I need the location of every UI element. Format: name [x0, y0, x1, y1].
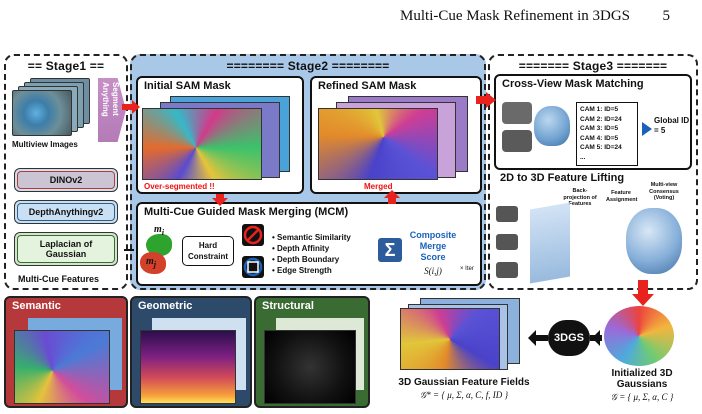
depth-feature-map — [140, 330, 236, 404]
depthanything-label: DepthAnythingv2 — [17, 203, 115, 221]
initial-mask-front-layer — [142, 108, 262, 180]
feature-fields-formula: 𝒢* = { μ, Σ, α, C, f, ID } — [419, 390, 509, 400]
cue-edge-strength: • Edge Strength — [272, 266, 332, 275]
stage2-panel: ======== Stage2 ======== Initial SAM Mas… — [130, 54, 486, 290]
paper-title: Multi-Cue Mask Refinement in 3DGS — [400, 8, 630, 24]
cam-id-item: CAM 5: ID=24 — [580, 144, 622, 151]
multiview-image-stack — [12, 78, 92, 138]
arrow-initial-to-mcm — [212, 194, 228, 206]
mask-mi-blob — [146, 234, 172, 256]
merged-label: Merged — [364, 182, 393, 191]
cam-id-list: CAM 1: ID=5 CAM 2: ID=24 CAM 3: ID=5 CAM… — [576, 102, 638, 166]
lifting-camera-3 — [496, 262, 518, 278]
hard-constraint-box: Hard Constraint — [182, 236, 234, 266]
mask-mj-blob — [140, 252, 166, 274]
dinov2-box: DINOv2 — [14, 168, 118, 192]
oversegmented-label: Over-segmented !! — [144, 182, 215, 191]
structural-panel: Structural — [254, 296, 370, 408]
mask-mj-label: mj — [146, 256, 157, 269]
semantic-feature-map — [14, 330, 110, 404]
3dgs-badge: 3DGS — [548, 320, 590, 356]
reject-icon — [242, 224, 264, 246]
geometric-title: Geometric — [138, 300, 193, 312]
score-formula: S(i,j) — [424, 266, 442, 276]
stage3-panel: ======= Stage3 ======= Cross-View Mask M… — [488, 54, 698, 290]
dinov2-label: DINOv2 — [17, 171, 115, 189]
initial-sam-mask-panel: Initial SAM Mask Over-segmented !! — [136, 76, 304, 194]
cue-depth-boundary: • Depth Boundary — [272, 255, 340, 264]
depthanything-box: DepthAnythingv2 — [14, 200, 118, 224]
geometric-panel: Geometric — [130, 296, 252, 408]
multiview-images-label: Multiview Images — [12, 140, 78, 149]
mcm-panel: Multi-Cue Guided Mask Merging (MCM) mi m… — [136, 202, 482, 286]
sum-icon: Σ — [378, 238, 402, 262]
cue-depth-affinity: • Depth Affinity — [272, 244, 330, 253]
cam-id-item: CAM 3: ID=5 — [580, 125, 619, 132]
elephant-object-icon — [534, 106, 570, 146]
stage3-title: ======= Stage3 ======= — [518, 59, 668, 73]
camera-icon-2 — [502, 130, 532, 152]
multicue-features-label: Multi-Cue Features — [18, 274, 100, 284]
arrow-stage3-to-gaussians — [632, 280, 654, 306]
feature-lifting-title: 2D to 3D Feature Lifting — [500, 172, 625, 184]
refined-sam-mask-title: Refined SAM Mask — [318, 80, 417, 92]
initialized-gaussians-formula: 𝒢 = { μ, Σ, α, C } — [610, 392, 674, 402]
cam-id-item: CAM 4: ID=5 — [580, 134, 619, 142]
lifting-camera-2 — [496, 234, 518, 250]
global-id-arrow — [642, 122, 652, 136]
initialized-gaussians-caption: Initialized 3D Gaussians — [611, 368, 673, 390]
cam-id-item: ... — [580, 153, 586, 161]
cue-semantic-similarity: • Semantic Similarity — [272, 233, 351, 242]
mcm-title: Multi-Cue Guided Mask Merging (MCM) — [144, 206, 349, 218]
laplacian-label: Laplacian of Gaussian — [17, 235, 115, 263]
structural-title: Structural — [262, 300, 314, 312]
consensus-label: Multi-view Consensus (Voting) — [649, 182, 679, 201]
feature-assignment-label: Feature Assignment — [606, 190, 638, 203]
laplacian-box: Laplacian of Gaussian — [14, 232, 118, 266]
refined-sam-mask-panel: Refined SAM Mask Merged — [310, 76, 482, 194]
cross-view-matching-title: Cross-View Mask Matching — [502, 78, 644, 90]
arrow-stage2-to-stage3 — [476, 92, 496, 108]
cue-list: • Semantic Similarity • Depth Affinity •… — [272, 232, 372, 276]
edge-feature-map — [264, 330, 356, 404]
cross-view-matching-panel: Cross-View Mask Matching CAM 1: ID=5 CAM… — [494, 74, 692, 170]
feature-fields-caption: 3D Gaussian Feature Fields — [398, 377, 530, 388]
composite-merge-score-label: Composite Merge Score — [409, 230, 457, 262]
lifting-camera-1 — [496, 206, 518, 222]
initialized-gaussians-icon — [604, 306, 674, 366]
stage1-panel: == Stage1 == Multiview Images Segment An… — [4, 54, 128, 290]
feature-fields-cube — [400, 298, 524, 374]
arrow-stage1-to-stage2 — [122, 100, 140, 114]
refined-mask-front-layer — [318, 108, 438, 180]
mask-mi-label: mi — [154, 224, 165, 237]
backprojection-label: Back-projection of Features — [563, 188, 597, 207]
lifted-elephant-icon — [626, 208, 682, 274]
global-id-label: Global ID = 5 — [654, 116, 690, 135]
page-number: 5 — [662, 8, 671, 24]
semantic-panel: Semantic — [4, 296, 128, 408]
arrow-gaussians-to-3dgs — [590, 330, 602, 346]
cam-id-item: CAM 2: ID=24 — [580, 115, 622, 123]
stage1-title: == Stage1 == — [27, 59, 105, 73]
initial-sam-mask-title: Initial SAM Mask — [144, 80, 231, 92]
iteration-label: × Iter — [460, 266, 474, 272]
stage2-title: ======== Stage2 ======== — [226, 59, 390, 73]
page-header: Multi-Cue Mask Refinement in 3DGS 5 — [0, 6, 702, 26]
accept-icon — [242, 256, 264, 278]
cam-id-item: CAM 1: ID=5 — [580, 106, 619, 113]
arrow-3dgs-to-fields — [528, 330, 548, 346]
semantic-title: Semantic — [12, 300, 61, 312]
segment-anything-label: Segment Anything — [101, 82, 120, 117]
camera-icon-1 — [502, 102, 532, 124]
arrow-mcm-to-refined — [384, 190, 400, 204]
